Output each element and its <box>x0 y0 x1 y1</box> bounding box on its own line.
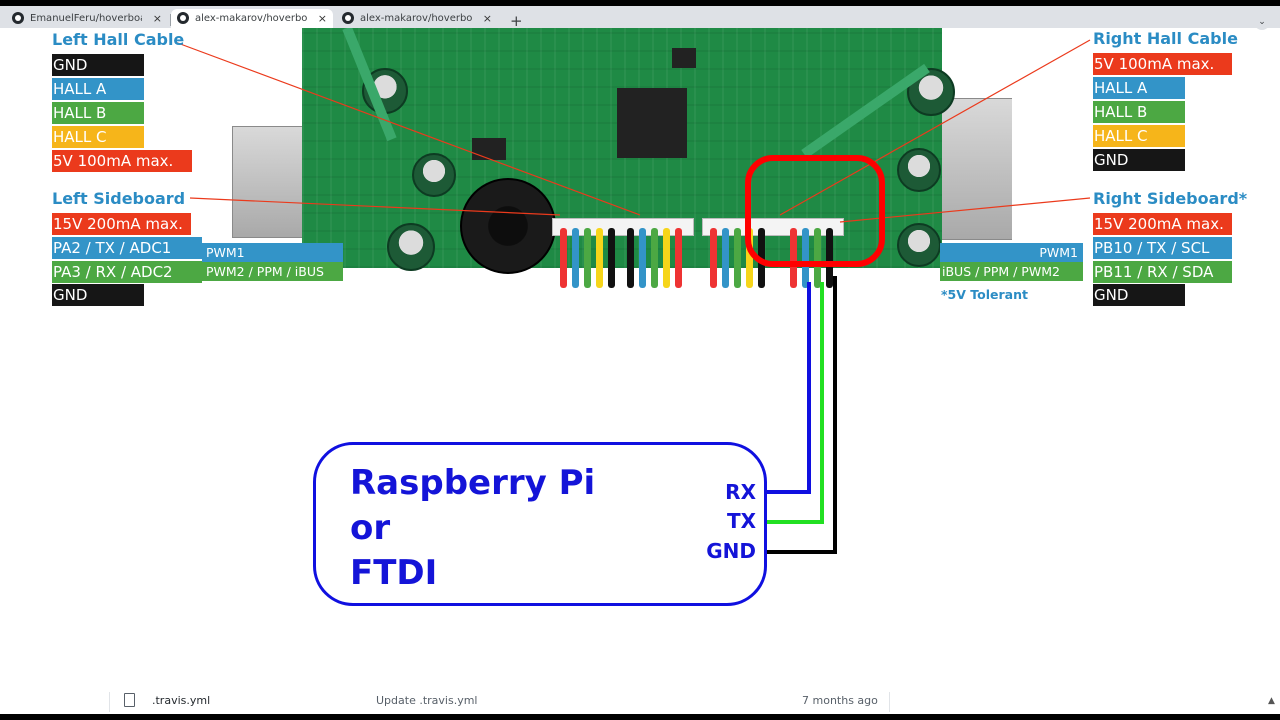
tab-bar: EmanuelFeru/hoverboard-firmware-hack-FOC… <box>0 6 1280 30</box>
left-sideboard-gnd: GND <box>52 284 144 306</box>
right-hall-gnd: GND <box>1093 149 1185 171</box>
wire <box>584 228 591 288</box>
new-tab-button[interactable]: + <box>510 12 523 30</box>
device-name: Raspberry Pi <box>350 463 596 503</box>
capacitor <box>897 223 941 267</box>
left-sideboard-header: Left Sideboard <box>52 189 186 208</box>
wire <box>639 228 646 288</box>
left-hall-header: Left Hall Cable <box>52 30 185 49</box>
browser-tab-active[interactable]: alex-makarov/hoverboard-firmware-hack-FO… <box>171 9 333 28</box>
left-sideboard-pwm2: PWM2 / PPM / iBUS <box>202 262 343 281</box>
file-name-link[interactable]: .travis.yml <box>152 694 211 707</box>
commit-message-link[interactable]: Update .travis.yml <box>376 694 478 707</box>
tab-title: alex-makarov/hoverboard-firmware-hack-FO… <box>195 13 307 24</box>
file-icon <box>124 693 135 707</box>
pointer-line <box>189 197 561 216</box>
wire <box>663 228 670 288</box>
right-sideboard-pb11: PB11 / RX / SDA <box>1093 261 1232 283</box>
github-icon <box>342 12 354 24</box>
github-icon <box>12 12 24 24</box>
ic-chip <box>672 48 696 68</box>
left-sideboard-pwm1: PWM1 <box>202 243 343 262</box>
gnd-wire <box>766 276 837 554</box>
pointer-line <box>779 39 1091 216</box>
wire <box>710 228 717 288</box>
wire <box>826 228 833 288</box>
divider <box>889 692 890 712</box>
wire <box>746 228 753 288</box>
right-sideboard-15v: 15V 200mA max. <box>1093 213 1232 235</box>
mcu-chip <box>617 88 687 158</box>
tab-title: EmanuelFeru/hoverboard-firmware-hack-FOC <box>30 13 142 24</box>
tab-search-button[interactable]: ⌄ <box>1254 14 1270 30</box>
right-hall-c: HALL C <box>1093 125 1185 147</box>
right-hall-a: HALL A <box>1093 77 1185 99</box>
window-bottom-edge <box>0 714 1280 720</box>
wire <box>560 228 567 288</box>
device-box: Raspberry Pi or FTDI RX TX GND <box>313 442 767 606</box>
heatsink-left <box>232 126 314 238</box>
left-sideboard-pa3: PA3 / RX / ADC2 <box>52 261 202 283</box>
highlight-connector <box>745 155 885 267</box>
left-hall-5v: 5V 100mA max. <box>52 150 192 172</box>
right-sideboard-pwm2: iBUS / PPM / PWM2 <box>940 262 1083 281</box>
pin-tx: TX <box>726 509 756 533</box>
wire <box>802 228 809 288</box>
wire <box>627 228 634 288</box>
wire <box>608 228 615 288</box>
pin-rx: RX <box>725 480 756 504</box>
file-row[interactable]: .travis.yml Update .travis.yml 7 months … <box>0 690 1280 714</box>
left-hall-a: HALL A <box>52 78 144 100</box>
browser-tab[interactable]: alex-makarov/hoverboard-firmware-hack-FO… <box>336 9 498 28</box>
right-sideboard-pb10: PB10 / TX / SCL <box>1093 237 1232 259</box>
capacitor <box>897 148 941 192</box>
buzzer <box>460 178 556 274</box>
tx-wire <box>766 282 824 524</box>
left-sideboard-15v: 15V 200mA max. <box>52 213 191 235</box>
rx-wire <box>766 282 811 494</box>
wire <box>814 228 821 288</box>
divider <box>109 692 110 712</box>
pointer-line <box>174 41 641 216</box>
wire <box>651 228 658 288</box>
right-sideboard-pwm1: PWM1 <box>940 243 1083 262</box>
right-hall-header: Right Hall Cable <box>1093 29 1238 48</box>
scroll-up-arrow[interactable]: ▲ <box>1268 696 1275 706</box>
github-icon <box>177 12 189 24</box>
pin-gnd: GND <box>706 539 756 563</box>
wire <box>790 228 797 288</box>
device-or: or <box>350 508 391 548</box>
left-hall-gnd: GND <box>52 54 144 76</box>
wire <box>596 228 603 288</box>
left-sideboard-pa2: PA2 / TX / ADC1 <box>52 237 202 259</box>
close-icon[interactable]: × <box>482 12 492 25</box>
tab-separator <box>170 14 171 26</box>
wire <box>572 228 579 288</box>
right-hall-b: HALL B <box>1093 101 1185 123</box>
wire <box>675 228 682 288</box>
board-photo <box>232 28 1012 288</box>
wire <box>734 228 741 288</box>
ic-chip <box>472 138 506 160</box>
tolerant-note: *5V Tolerant <box>941 287 1028 302</box>
right-hall-5v: 5V 100mA max. <box>1093 53 1232 75</box>
browser-tab[interactable]: EmanuelFeru/hoverboard-firmware-hack-FOC… <box>6 9 168 28</box>
left-hall-b: HALL B <box>52 102 144 124</box>
commit-age: 7 months ago <box>802 694 878 707</box>
close-icon[interactable]: × <box>317 12 327 25</box>
wire <box>722 228 729 288</box>
capacitor <box>412 153 456 197</box>
right-sideboard-header: Right Sideboard* <box>1093 189 1248 208</box>
capacitor <box>387 223 435 271</box>
close-icon[interactable]: × <box>152 12 162 25</box>
right-sideboard-gnd: GND <box>1093 284 1185 306</box>
tab-title: alex-makarov/hoverboard-firmware-hack-FO… <box>360 13 472 24</box>
device-alt-name: FTDI <box>350 553 438 593</box>
window-top-edge <box>0 0 1280 6</box>
left-hall-c: HALL C <box>52 126 144 148</box>
